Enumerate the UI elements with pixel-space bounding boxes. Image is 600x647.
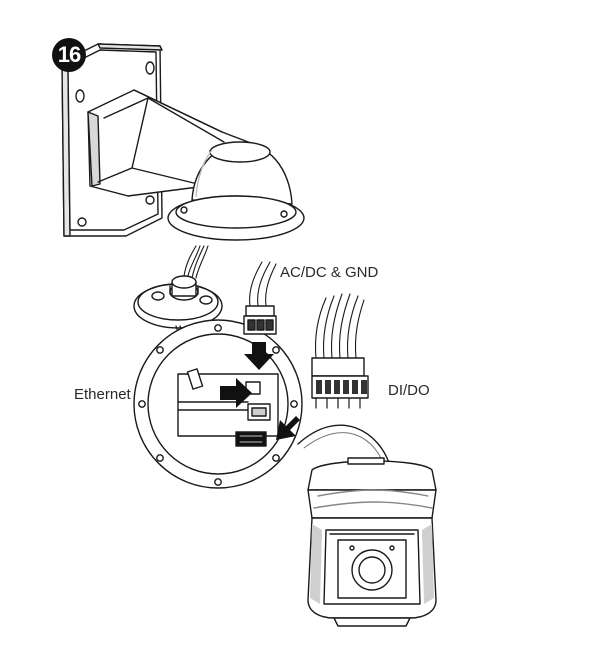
power-connector-label: AC/DC & GND (280, 264, 379, 281)
power-arrow (244, 342, 274, 370)
ethernet-arrow (220, 378, 252, 408)
dido-terminal-block (311, 293, 369, 409)
insert-arrows (220, 342, 300, 440)
mount-adapter-dome (167, 141, 305, 241)
cable-bundle (183, 245, 209, 279)
ethernet-label: Ethernet (74, 386, 131, 403)
power-terminal-block (243, 261, 277, 335)
ptz-camera (307, 457, 437, 627)
cable-gland-plate (133, 275, 223, 329)
step-number-badge: 16 (52, 38, 86, 72)
camera-base-open (133, 319, 303, 489)
dido-label: DI/DO (388, 382, 430, 399)
callout-curve (297, 424, 391, 467)
dido-arrow (276, 416, 300, 440)
